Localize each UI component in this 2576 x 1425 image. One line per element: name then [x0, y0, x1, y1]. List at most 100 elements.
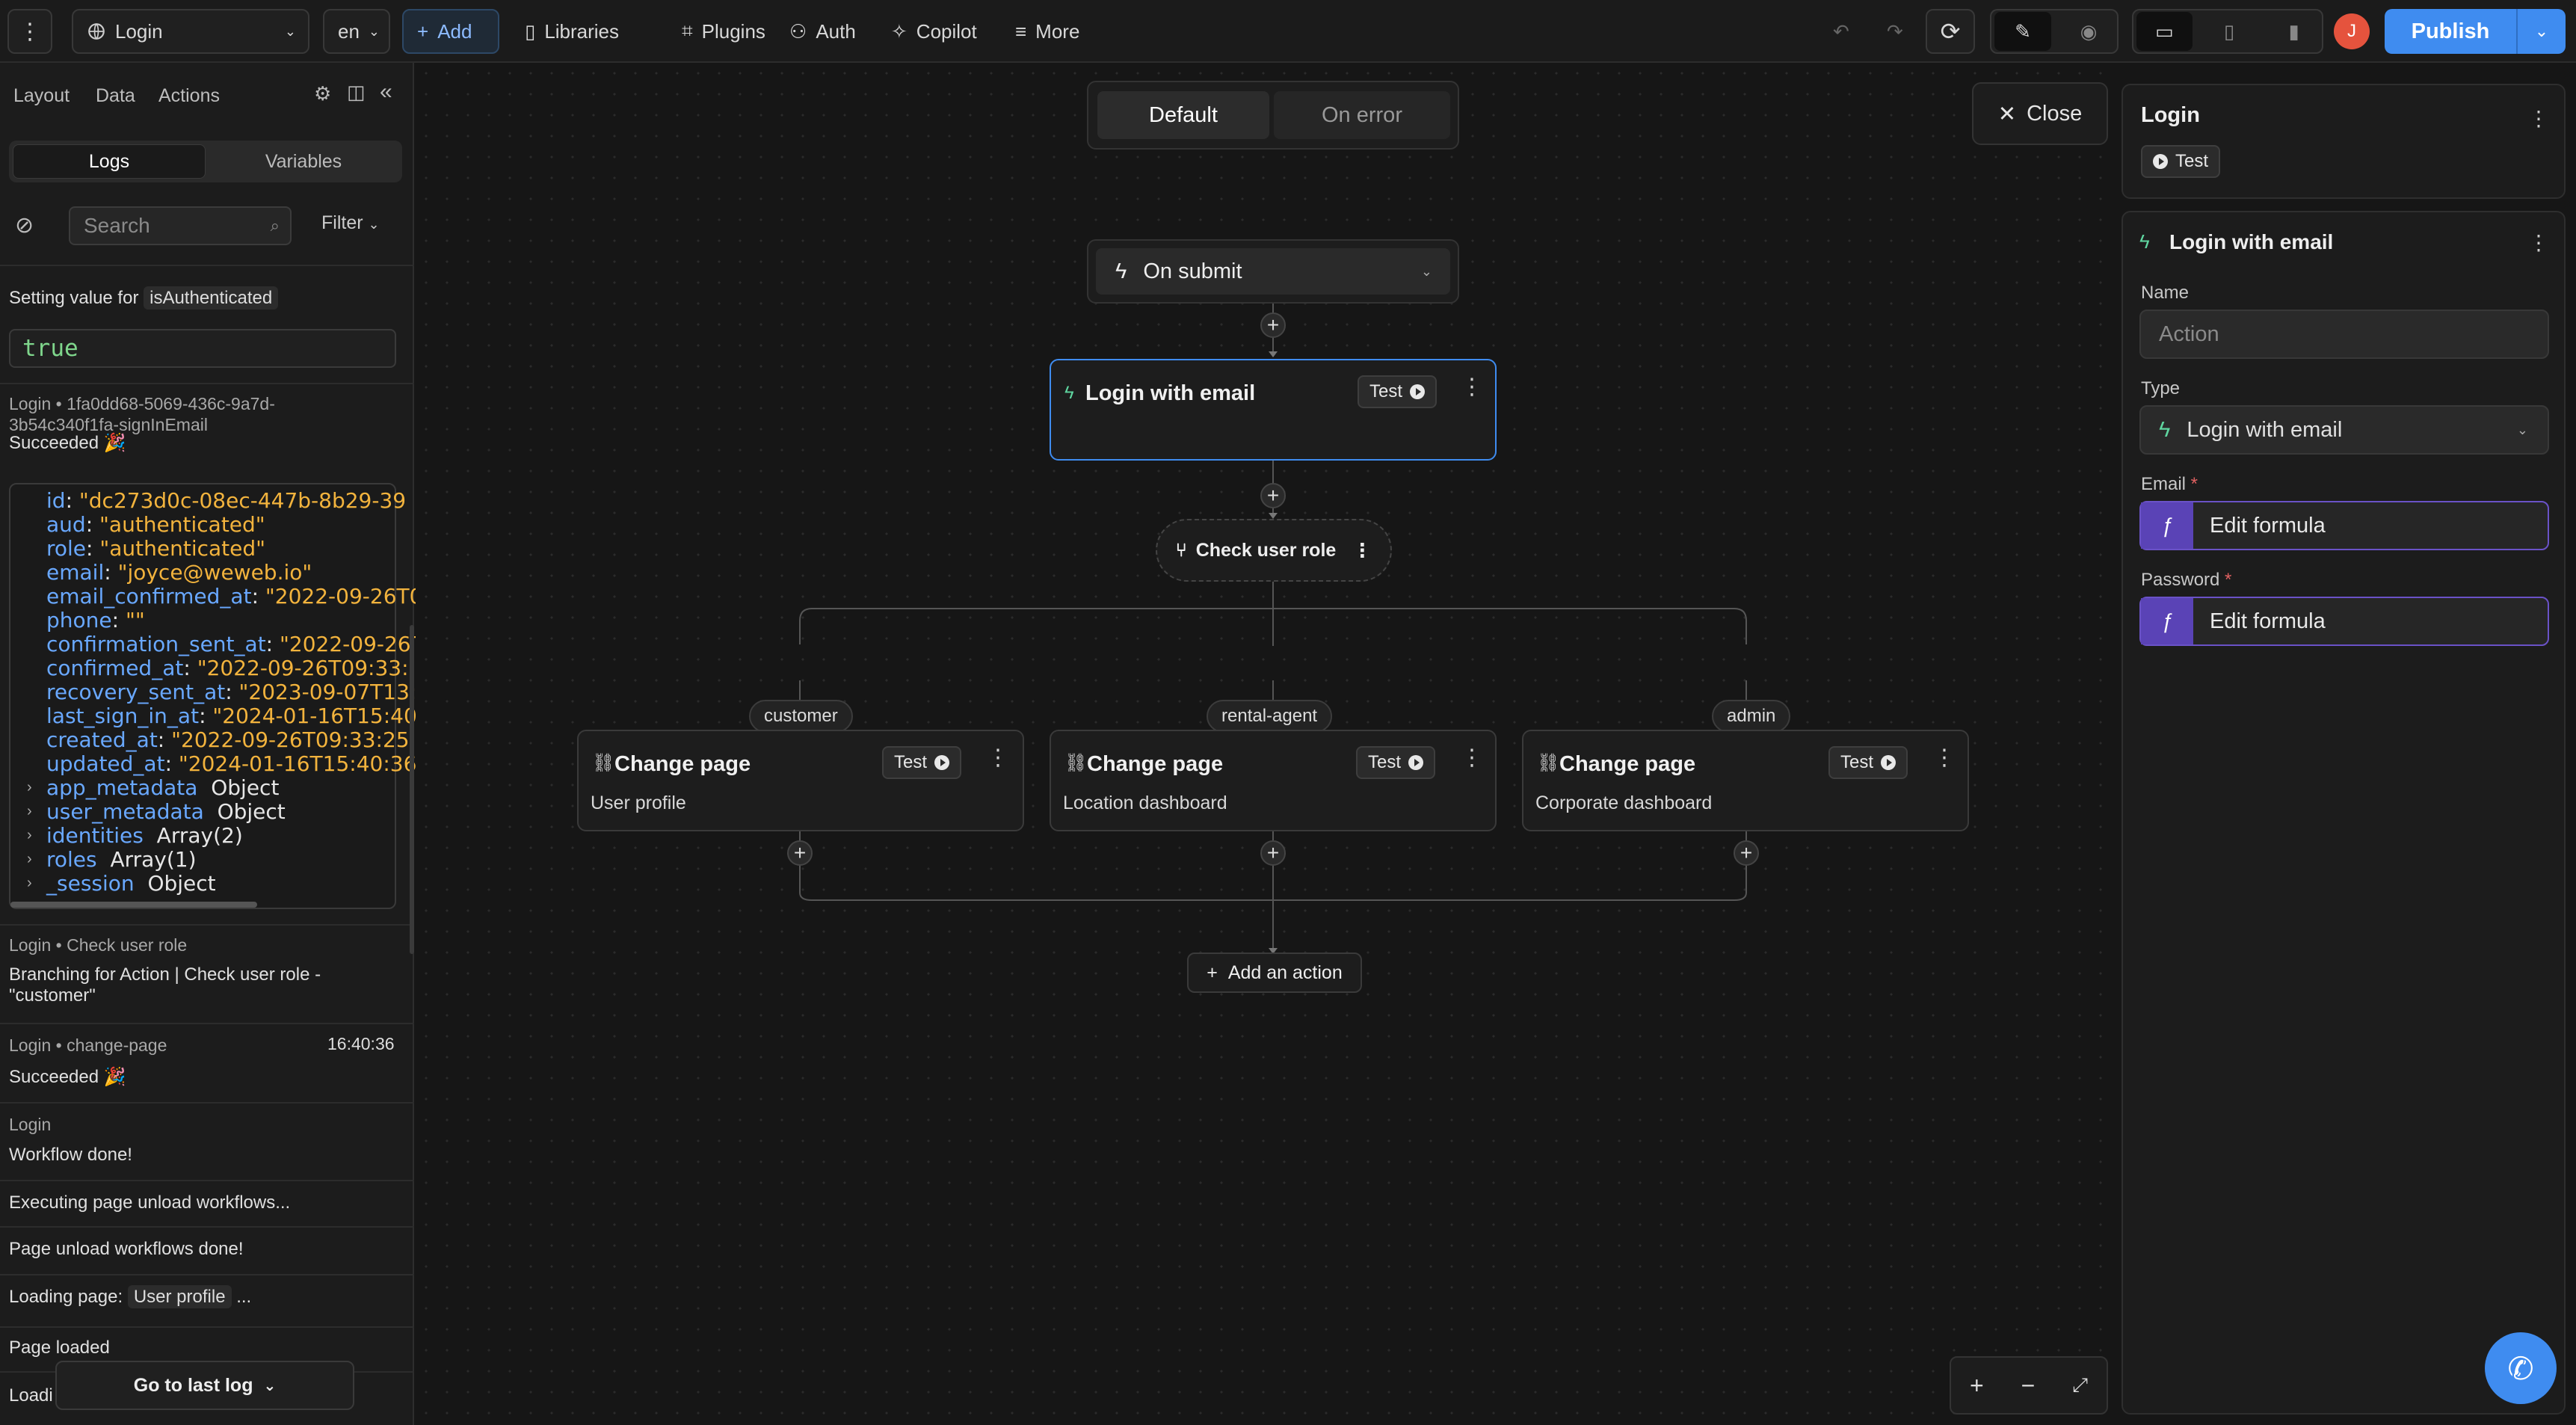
- close-button[interactable]: ✕ Close: [1972, 82, 2108, 145]
- test-button[interactable]: Test: [1356, 746, 1436, 779]
- change-page-node[interactable]: ⛓ Change page Location dashboard Test ⋮: [1050, 730, 1497, 831]
- vertical-scrollbar[interactable]: [410, 625, 414, 954]
- expand-chevron-icon[interactable]: ›: [27, 803, 32, 819]
- add-step-button[interactable]: +: [1734, 840, 1759, 866]
- expand-chevron-icon[interactable]: ›: [27, 851, 32, 867]
- workflow-canvas[interactable]: Default On error ✕ Close ϟ On submit ⌄ +…: [416, 63, 2120, 1425]
- main-menu-button[interactable]: ⋮: [7, 9, 52, 54]
- more-options-icon[interactable]: ⋮: [1933, 745, 1956, 770]
- avatar[interactable]: J: [2334, 13, 2370, 49]
- json-row: confirmation_sent_at: "2022-09-26T: [46, 632, 424, 656]
- close-icon: ✕: [1997, 102, 2017, 126]
- libraries-button[interactable]: ▯ Libraries: [516, 9, 628, 54]
- log-text: Branching for Action | Check user role -…: [9, 964, 321, 1006]
- undo-icon: ↶: [1833, 19, 1849, 43]
- json-row-collapsed[interactable]: app_metadata Object: [46, 776, 279, 800]
- action-name-input[interactable]: Action: [2139, 310, 2549, 359]
- branch-label-admin[interactable]: admin: [1712, 700, 1791, 733]
- plugins-button[interactable]: ⌗ Plugins: [673, 9, 774, 54]
- language-select[interactable]: en ⌄: [323, 9, 390, 54]
- lightning-icon: ϟ: [1064, 383, 1074, 403]
- go-to-last-log-button[interactable]: Go to last log ⌄: [55, 1361, 354, 1410]
- more-options-icon[interactable]: ⋮: [987, 745, 1009, 770]
- add-step-button[interactable]: +: [787, 840, 813, 866]
- password-label: Password *: [2141, 570, 2232, 590]
- change-page-node[interactable]: ⛓ Change page Corporate dashboard Test ⋮: [1522, 730, 1969, 831]
- json-row-collapsed[interactable]: _session Object: [46, 872, 216, 896]
- add-step-button[interactable]: +: [1260, 313, 1286, 338]
- zoom-out-icon[interactable]: −: [2021, 1371, 2036, 1399]
- more-options-icon[interactable]: ⋮: [1461, 745, 1483, 770]
- branch-label: Check user role: [1195, 539, 1337, 561]
- check-user-role-branch[interactable]: ⑂ Check user role ⋮: [1156, 519, 1392, 582]
- tab-on-error[interactable]: On error: [1274, 91, 1450, 139]
- copilot-button[interactable]: ✧ Copilot: [882, 9, 986, 54]
- test-button[interactable]: Test: [1358, 375, 1438, 408]
- json-row-collapsed[interactable]: identities Array(2): [46, 824, 243, 848]
- tablet-view-button[interactable]: ▯: [2201, 12, 2258, 51]
- right-panel: Login ⋮ Test ϟ Login with email ⋮ Name A…: [2120, 63, 2576, 1425]
- json-type: Object: [211, 775, 280, 800]
- log-search-input[interactable]: Search ⌕: [69, 206, 292, 245]
- more-options-icon[interactable]: ⋮: [1461, 375, 1483, 399]
- json-row: confirmed_at: "2022-09-26T09:33:: [46, 656, 409, 680]
- more-button[interactable]: ≡ More: [1006, 9, 1088, 54]
- trigger-select[interactable]: ϟ On submit ⌄: [1096, 248, 1450, 295]
- login-with-email-node[interactable]: ϟ Login with email Test ⋮: [1050, 359, 1497, 461]
- page-select[interactable]: Login ⌄: [72, 9, 309, 54]
- filter-label: Filter: [321, 212, 363, 233]
- more-options-icon[interactable]: ⋮: [2528, 107, 2549, 130]
- plus-icon: +: [1266, 841, 1280, 864]
- panel-layout-icon[interactable]: ◫: [347, 81, 366, 103]
- horizontal-scrollbar[interactable]: [10, 902, 257, 908]
- json-row: email_confirmed_at: "2022-09-26T0: [46, 584, 423, 609]
- test-workflow-button[interactable]: Test: [2141, 145, 2221, 178]
- json-row-collapsed[interactable]: roles Array(1): [46, 848, 197, 872]
- filter-button[interactable]: Filter ⌄: [321, 212, 380, 234]
- undo-button[interactable]: ↶: [1824, 9, 1858, 54]
- tab-variables[interactable]: Variables: [265, 150, 342, 172]
- email-formula-field[interactable]: ƒ Edit formula: [2139, 501, 2549, 550]
- tab-default[interactable]: Default: [1097, 91, 1269, 139]
- desktop-view-button[interactable]: ▭: [2136, 12, 2193, 51]
- libraries-label: Libraries: [544, 19, 620, 43]
- edit-mode-button[interactable]: ✎: [1994, 12, 2051, 51]
- help-chat-button[interactable]: ✆: [2485, 1332, 2557, 1404]
- tab-actions[interactable]: Actions: [158, 85, 220, 106]
- auth-button[interactable]: ⚇ Auth: [780, 9, 865, 54]
- add-step-button[interactable]: +: [1260, 483, 1286, 508]
- add-step-button[interactable]: +: [1260, 840, 1286, 866]
- branch-label-rental-agent[interactable]: rental-agent: [1207, 700, 1333, 733]
- change-page-node[interactable]: ⛓ Change page User profile Test ⋮: [577, 730, 1024, 831]
- zoom-in-icon[interactable]: +: [1969, 1371, 1984, 1399]
- expand-chevron-icon[interactable]: ›: [27, 779, 32, 795]
- collapse-panel-icon[interactable]: «: [380, 79, 392, 104]
- branch-label-customer[interactable]: customer: [749, 700, 853, 733]
- refresh-button[interactable]: ⟳: [1926, 9, 1975, 54]
- json-row: updated_at: "2024-01-16T15:40:36: [46, 751, 417, 776]
- bug-icon[interactable]: ⚙: [314, 82, 332, 105]
- tab-layout[interactable]: Layout: [13, 85, 70, 106]
- more-options-icon[interactable]: ⋮: [2528, 231, 2549, 254]
- fit-view-icon[interactable]: ⤢: [2072, 1373, 2089, 1396]
- test-button[interactable]: Test: [1828, 746, 1908, 779]
- node-subtitle: User profile: [591, 792, 686, 813]
- clear-logs-icon[interactable]: ⊘: [15, 213, 34, 238]
- json-row-collapsed[interactable]: user_metadata Object: [46, 800, 286, 824]
- tab-logs[interactable]: Logs: [13, 144, 206, 179]
- redo-button[interactable]: ↷: [1878, 9, 1912, 54]
- publish-options-button[interactable]: ⌄: [2518, 22, 2566, 41]
- expand-chevron-icon[interactable]: ›: [27, 875, 32, 891]
- expand-chevron-icon[interactable]: ›: [27, 827, 32, 843]
- password-formula-field[interactable]: ƒ Edit formula: [2139, 597, 2549, 646]
- add-an-action-button[interactable]: + Add an action: [1187, 952, 1362, 993]
- test-button[interactable]: Test: [882, 746, 962, 779]
- log-status: Succeeded 🎉: [9, 433, 126, 453]
- publish-button[interactable]: Publish: [2411, 19, 2490, 43]
- more-options-icon[interactable]: ⋮: [1352, 538, 1372, 561]
- add-button[interactable]: + Add: [402, 9, 499, 54]
- action-type-select[interactable]: ϟ Login with email ⌄: [2139, 405, 2549, 455]
- tab-data[interactable]: Data: [96, 85, 135, 106]
- preview-mode-button[interactable]: ◉: [2060, 12, 2117, 51]
- mobile-view-button[interactable]: ▮: [2266, 12, 2322, 51]
